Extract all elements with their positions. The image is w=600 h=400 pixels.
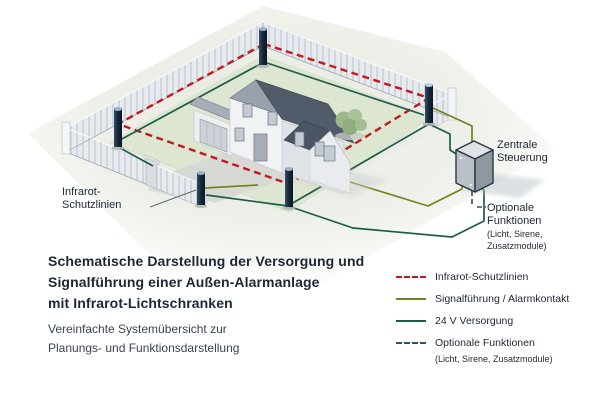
fence	[61, 21, 457, 206]
infrarot-pointer-line	[149, 189, 197, 208]
infrared-post-bottom	[282, 167, 296, 211]
label-infrarot-schutzlinien: Infrarot- Schutzlinien	[62, 186, 121, 212]
window	[323, 145, 336, 162]
legend-sublabel: (Licht, Sirene, Zusatzmodule)	[435, 354, 553, 364]
infrared-post-top	[256, 27, 270, 69]
caption-title-line: Schematische Darstellung der Versorgung …	[48, 253, 365, 269]
legend-item-signal: Signalführung / Alarmkontakt	[396, 292, 569, 306]
legend: Infrarot-Schutzlinien Signalführung / Al…	[396, 270, 569, 364]
label-line: Funktionen	[487, 215, 542, 227]
window	[242, 103, 253, 118]
legend-item-optional: Optionale Funktionen	[396, 336, 569, 350]
legend-label: Infrarot-Schutzlinien	[435, 271, 529, 283]
caption-subtitle-line: Planungs- und Funktionsdarstellung	[48, 341, 240, 355]
window	[267, 111, 278, 126]
bush	[335, 109, 367, 140]
house	[189, 79, 390, 196]
window	[314, 141, 325, 157]
caption: Schematische Darstellung der Versorgung …	[48, 251, 364, 358]
label-line: Steuerung	[497, 152, 548, 164]
control-box	[455, 140, 545, 198]
fence-corner-post	[447, 87, 457, 121]
roof-right-plane	[255, 79, 355, 144]
legend-swatch-infrared-dashed-line	[396, 276, 426, 278]
label-optionale-funktionen: Optionale Funktionen (Licht, Sirene, Zus…	[487, 202, 547, 252]
caption-title-line: Signalführung einer Außen-Alarmanlage	[48, 274, 320, 290]
legend-item-power: 24 V Versorgung	[396, 314, 569, 328]
legend-swatch-signal-line	[396, 298, 426, 300]
legend-label: 24 V Versorgung	[435, 315, 514, 327]
infrared-post-right	[422, 83, 436, 127]
label-line: Schutzlinien	[62, 199, 122, 211]
label-line: Infrarot-	[62, 186, 101, 198]
legend-label: Signalführung / Alarmkontakt	[435, 293, 570, 305]
legend-swatch-optional-dashed-line	[396, 342, 426, 344]
infrared-posts	[111, 27, 436, 211]
front-door	[253, 133, 268, 162]
infrared-post-left	[111, 107, 125, 151]
optional-functions-connector	[471, 191, 486, 208]
label-line: Optionale	[487, 202, 535, 214]
caption-title-line: mit Infrarot-Lichtschranken	[48, 295, 233, 311]
gate	[143, 154, 198, 206]
legend-swatch-power-line	[396, 320, 426, 322]
label-line: (Licht, Sirene,	[487, 229, 543, 239]
label-line: Zentrale	[497, 139, 538, 151]
fence-corner-post	[61, 121, 71, 155]
window	[234, 127, 245, 142]
label-zentrale-steuerung: Zentrale Steuerung	[497, 139, 548, 165]
legend-item-infrarot: Infrarot-Schutzlinien	[396, 270, 569, 284]
label-line: Zusatzmodule)	[487, 241, 547, 251]
window	[294, 131, 305, 147]
infrared-post-gate	[195, 171, 207, 208]
legend-label: Optionale Funktionen	[435, 337, 535, 349]
caption-subtitle-line: Vereinfachte Systemübersicht zur	[48, 322, 227, 336]
